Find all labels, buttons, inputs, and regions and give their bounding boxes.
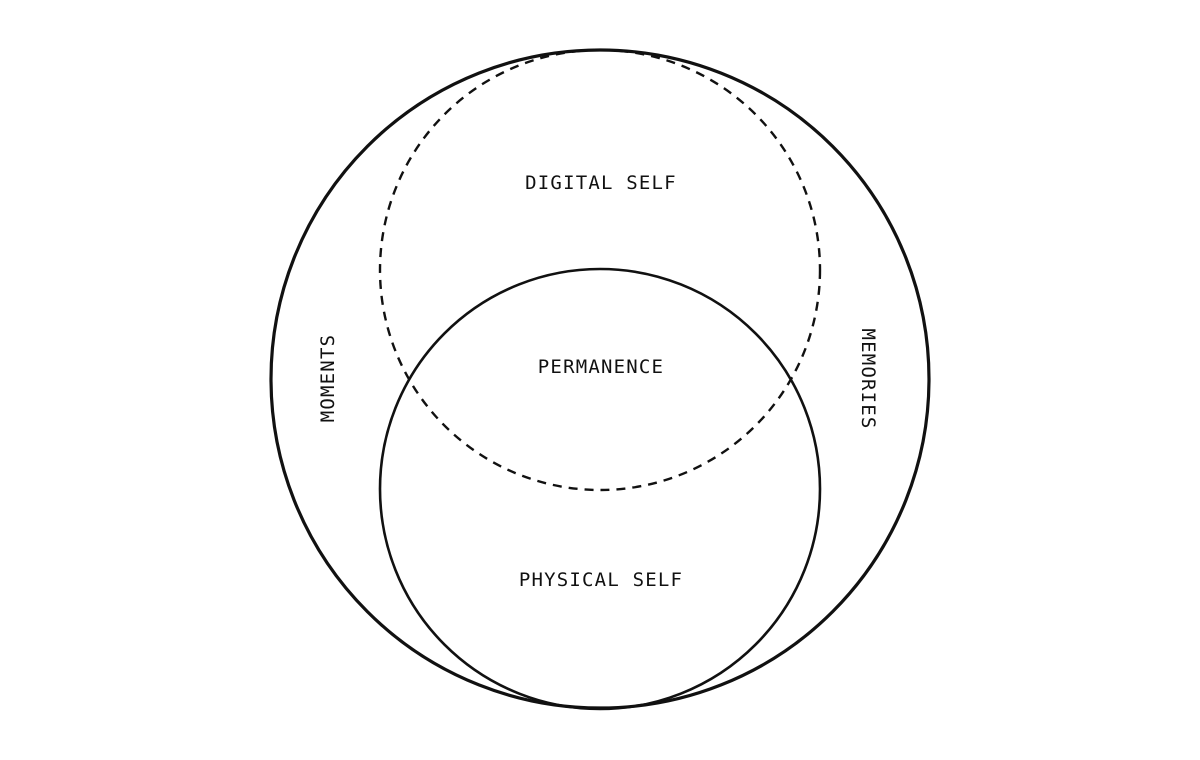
physical-self-label: PHYSICAL SELF — [519, 569, 683, 591]
moments-label: MOMENTS — [317, 334, 339, 422]
digital-self-label: DIGITAL SELF — [525, 172, 677, 194]
outer-circle — [269, 48, 931, 710]
physical-self-circle — [378, 267, 822, 711]
digital-self-circle — [378, 48, 822, 492]
permanence-label: PERMANENCE — [538, 356, 664, 378]
memories-label: MEMORIES — [857, 328, 879, 429]
